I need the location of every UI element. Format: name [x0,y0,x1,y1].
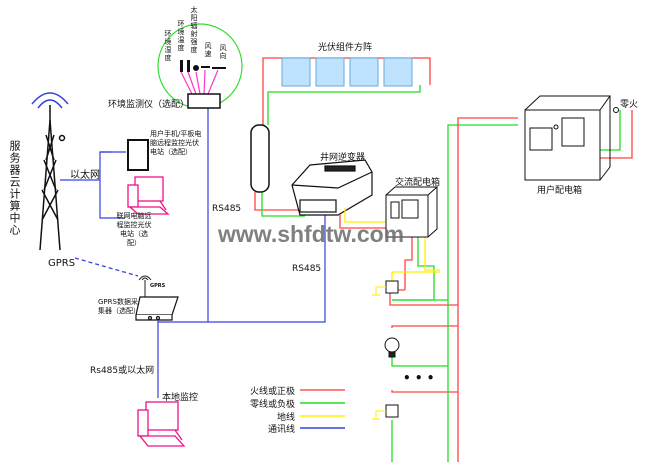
inverter-label: 井网逆变器 [320,153,366,163]
ac-box-label: 交流配电箱 [395,178,441,188]
sensor-label: 风速 [204,42,212,58]
legend-label: 零线或负极 [250,400,296,410]
local-pc-icon [137,401,186,447]
rs485-label: RS485 [212,204,242,214]
remote-pc-icon [127,176,170,215]
ethernet-lines [60,151,126,219]
gprs-device-text: GPRS [150,283,166,289]
sensor-icons [180,60,226,72]
inverter-icon [291,159,373,216]
gprs-link [74,257,139,277]
ethernet-label: 以太网 [70,170,100,181]
pv-panels [281,57,413,87]
tower-icon [31,92,69,251]
ac-wiring [339,110,633,462]
pc-label: 联网电脑远程监控光伏电站（选配） [116,212,152,247]
sensor-label: 环境湿度 [164,30,172,62]
pv-wiring [254,57,431,217]
rs485-ethernet-label: Rs485或以太网 [90,366,155,376]
legend-label: 通讯线 [268,425,296,435]
env-monitor-label: 环境监测仪（选配） [108,100,190,110]
legend-label: 火线或正极 [250,387,296,397]
watermark: www.shfdtw.com [218,221,405,247]
user-box-label: 用户配电箱 [537,186,583,196]
sensor-label: 环境温度 [177,20,185,52]
communication-lines [157,108,326,398]
rs485-label: RS485 [292,264,322,274]
sensor-label: 太阳辐射强度 [190,6,198,54]
combiner-cylinder [250,124,270,193]
user-box-icon [524,95,619,181]
env-monitor-box [187,93,221,109]
gprs-collector-label: GPRS数据采集器（选配） [98,298,140,315]
gprs-collector-icon [135,296,179,321]
pv-array-label: 光伏组件方阵 [318,43,373,53]
ellipsis: • • • [403,371,434,385]
antenna-icon [138,275,152,297]
sensor-lines [180,69,219,95]
gprs-label: GPRS [48,258,76,269]
ac-box-icon [385,186,439,238]
local-monitor-label: 本地监控 [162,393,199,403]
lamp-icon [384,337,400,358]
zero-fire-label: 零火 [620,100,639,110]
tablet-icon [127,139,149,171]
server-center-label: 服务器云计算中心 [8,140,21,236]
sensor-label: 风向 [219,44,227,60]
ground-icon [372,286,386,420]
tablet-label: 用户手机/平板电脑远程监控光伏电站（选配） [150,130,202,156]
legend-label: 地线 [277,413,296,423]
